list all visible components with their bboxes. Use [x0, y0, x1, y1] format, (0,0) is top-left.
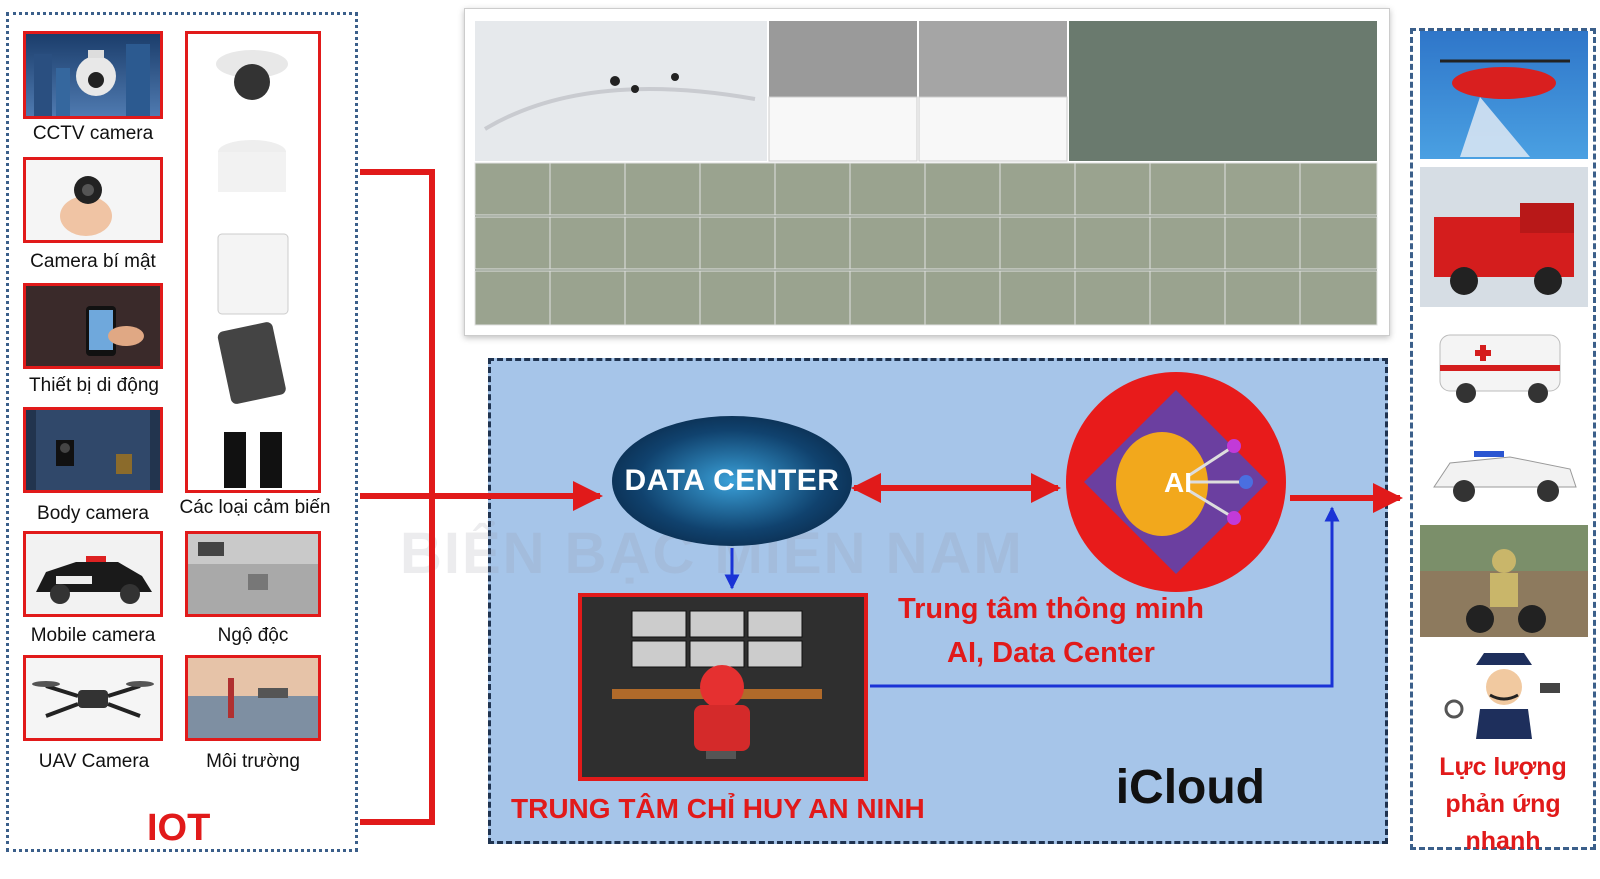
hidden-camera-icon — [60, 176, 112, 236]
response-unit-helicopter[interactable] — [1420, 31, 1588, 159]
device-label: Mobile camera — [30, 625, 156, 646]
mobile-device-icon — [86, 306, 144, 356]
command-to-response-arrow — [870, 506, 1340, 688]
ai-node[interactable]: AI — [1066, 372, 1286, 592]
ai-brain-icon: AI — [1084, 390, 1268, 574]
operator-monitors-icon — [612, 610, 822, 759]
device-label: CCTV camera — [32, 123, 154, 144]
smart-center-line-1: Trung tâm thông minh — [897, 593, 1205, 625]
smart-center-line-2: AI, Data Center — [947, 637, 1155, 669]
environment-scene-icon — [188, 658, 318, 738]
device-label: Thiết bị di động — [29, 375, 159, 396]
traffic-police-motorbike-icon — [1420, 525, 1588, 633]
data-center-label: DATA CENTER — [624, 464, 840, 497]
drone-icon — [32, 681, 154, 718]
fire-truck-icon — [1434, 203, 1574, 295]
police-pickup-icon — [1433, 451, 1577, 502]
device-label: Body camera — [37, 503, 149, 524]
poisoning-scene-icon — [188, 534, 318, 614]
response-unit-traffic-police[interactable] — [1420, 525, 1588, 637]
mobile-camera-tile[interactable] — [23, 531, 163, 617]
sensors-tile[interactable] — [185, 31, 321, 493]
rapid-response-line-2: phản ứng — [1445, 790, 1561, 818]
command-center-node[interactable] — [578, 593, 868, 781]
poisoning-label: Ngộ độc — [217, 625, 289, 646]
uav-camera-tile[interactable] — [23, 655, 163, 741]
iot-panel: CCTV camera Camera bí mật Thiết bị di độ… — [6, 12, 358, 852]
camera-wall-icon — [474, 21, 1378, 326]
smart-center-title: Trung tâm thông minh AI, Data Center — [871, 587, 1231, 675]
poisoning-tile[interactable] — [185, 531, 321, 617]
iot-title: IOT — [147, 807, 211, 849]
police-car-camera-icon — [36, 556, 152, 604]
device-label: Camera bí mật — [30, 251, 156, 272]
response-unit-fire-truck[interactable] — [1420, 167, 1588, 307]
sensor-devices-icon — [216, 50, 289, 488]
body-camera-icon — [36, 410, 150, 490]
data-center-node[interactable]: DATA CENTER — [612, 416, 852, 546]
police-officer-icon — [1444, 653, 1560, 739]
rapid-response-line-3: nhanh — [1465, 827, 1541, 855]
ambulance-icon — [1439, 334, 1561, 403]
body-camera-tile[interactable] — [23, 407, 163, 493]
response-unit-police-pickup[interactable] — [1420, 423, 1588, 519]
rapid-response-line-1: Lực lượng — [1439, 753, 1567, 781]
hidden-camera-tile[interactable] — [23, 157, 163, 243]
environment-tile[interactable] — [185, 655, 321, 741]
mobile-device-tile[interactable] — [23, 283, 163, 369]
rapid-response-panel: Lực lượng phản ứng nhanh — [1410, 28, 1596, 855]
surveillance-monitor-screenshot — [464, 8, 1390, 336]
sensors-label: Các loại cảm biến — [179, 497, 331, 518]
cctv-camera-icon — [34, 44, 150, 116]
response-unit-ambulance[interactable] — [1420, 315, 1588, 415]
rapid-response-title: Lực lượng phản ứng nhanh — [1413, 749, 1593, 860]
environment-label: Môi trường — [206, 751, 300, 772]
icloud-title: iCloud — [1115, 761, 1265, 814]
cctv-camera-tile[interactable] — [23, 31, 163, 119]
ai-label: AI — [1164, 467, 1192, 498]
rescue-helicopter-icon — [1440, 59, 1570, 157]
device-label: UAV Camera — [38, 751, 150, 772]
response-unit-police-officer[interactable] — [1420, 643, 1588, 739]
command-center-title: TRUNG TÂM CHỈ HUY AN NINH — [511, 793, 925, 824]
